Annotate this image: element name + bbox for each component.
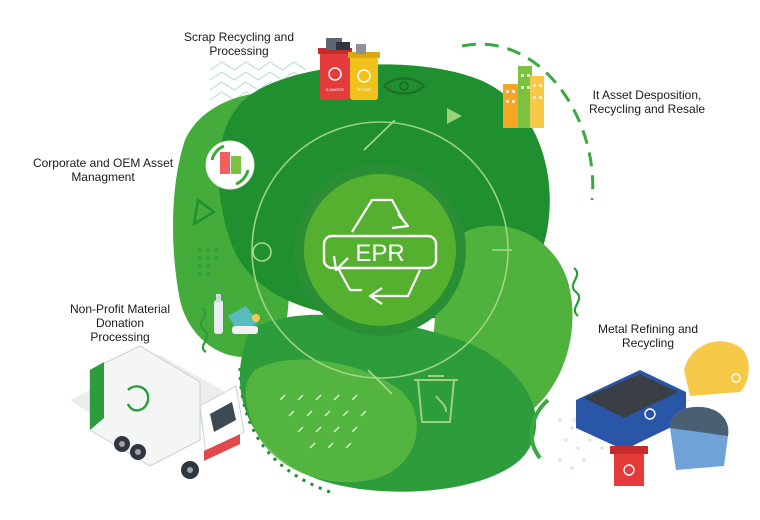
node-label-line: Corporate and OEM Asset [32, 156, 174, 170]
recycle-icon [332, 198, 421, 305]
arc-bottom-right [529, 398, 550, 460]
ring-node-left [252, 242, 272, 262]
node-label-line: Processing [209, 44, 269, 58]
node-label-itasset: It Asset Desposition, Recycling and Resa… [572, 88, 722, 116]
node-label-line: Recycling [621, 336, 675, 350]
node-label-line: Metal Refining and [597, 322, 699, 336]
squiggle-right [571, 267, 581, 317]
node-label-corporate: Corporate and OEM Asset Managment [18, 156, 188, 184]
triangle-outline-icon [192, 197, 217, 227]
bottles-icon [214, 294, 260, 334]
bin-label-other: OTHER [357, 87, 371, 92]
dashed-arc-bottom-left [238, 367, 331, 494]
eye-icon [382, 77, 426, 95]
node-label-line: It Asset Desposition, [592, 88, 702, 102]
bin-label-ewaste: E-WASTE [326, 87, 344, 92]
epr-badge [322, 234, 438, 270]
node-label-line: Processing [90, 330, 150, 344]
node-label-metal: Metal Refining and Recycling [578, 322, 718, 350]
hub-label: EPR [355, 240, 404, 267]
node-label-line: Recycling and Resale [588, 102, 706, 116]
dashed-arc-top-right [461, 42, 595, 201]
garbage-truck-icon [70, 345, 245, 479]
bin-outline-icon [414, 375, 458, 423]
scrap-bins-icon: E-WASTE OTHER [318, 38, 380, 100]
node-label-scrap: Scrap Recycling and Processing [176, 30, 302, 58]
metal-containers-icon [570, 341, 749, 486]
corporate-recycle-icon [205, 140, 255, 190]
buildings-icon [503, 66, 544, 128]
node-label-line: Scrap Recycling and [183, 30, 295, 44]
dash-pattern [279, 394, 367, 449]
blob-bottom-light [245, 359, 417, 483]
node-label-nonprofit: Non-Profit Material Donation Processing [50, 302, 190, 344]
node-label-line: Non-Profit Material [69, 302, 171, 316]
node-label-line: Managment [71, 170, 135, 184]
core-inner [304, 174, 456, 326]
squiggle-left [199, 307, 209, 353]
triangle-icon [447, 108, 462, 124]
node-label-line: Donation [95, 316, 145, 330]
dot-grid [198, 248, 218, 276]
ring-tick-bottom [367, 369, 393, 395]
ring-tick-top [363, 119, 396, 151]
